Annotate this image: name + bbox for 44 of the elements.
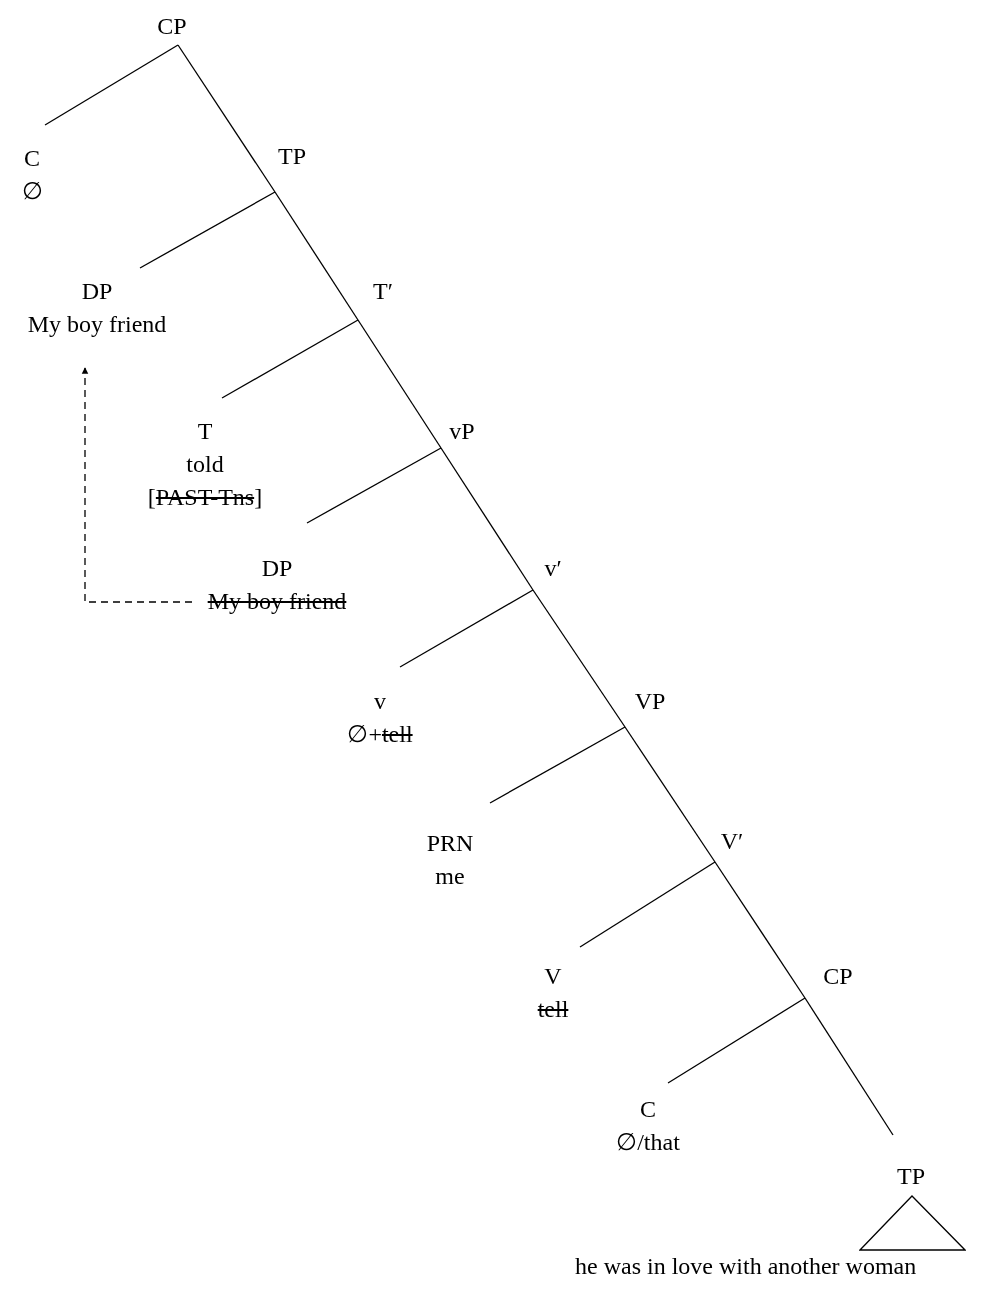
category-label: CP [823,962,853,991]
word-label: ∅ [21,177,43,206]
word-label: he was in love with another woman [575,1252,917,1281]
tree-branch-line [532,589,626,728]
word-label: My boy friend [27,310,167,339]
tree-branch-line [139,191,276,269]
category-label: C [639,1095,657,1124]
tree-branch-line [579,861,716,948]
tree-branch-line [399,589,534,668]
category-label: TP [897,1162,925,1191]
category-label: PRN [426,829,474,858]
tree-branch-line [804,997,894,1136]
category-label: V′ [720,827,744,856]
tree-branch-line [624,726,716,863]
tree-branch-line [274,191,359,321]
category-label: V [543,962,563,991]
tree-branch-line [177,44,276,193]
tree-branch-line [667,997,806,1084]
category-label: VP [634,687,666,716]
category-label: T [196,417,214,446]
category-label: DP [260,554,294,583]
word-label: ∅/that [616,1128,680,1157]
category-label: vP [449,417,475,446]
word-label: me [434,862,466,891]
word-label: tell [537,995,569,1024]
tree-branch-line [440,447,534,591]
tree-branch-line [714,861,806,999]
category-label: C [23,144,41,173]
tree-branch-line [306,447,442,524]
word-label: My boy friend [207,587,347,616]
category-label: v′ [544,554,562,583]
category-label: v [373,687,387,716]
category-label: T′ [373,277,393,306]
word-label: ∅+tell [347,720,413,749]
tree-branch-line [44,44,179,126]
movement-arrow [81,367,193,603]
tree-branch-line [221,319,359,399]
category-label: TP [278,142,306,171]
tree-branch-line [489,726,626,804]
tree-branch-line [357,319,442,449]
category-label: DP [80,277,114,306]
word-label: [PAST-Tns] [147,483,263,512]
word-label: told [185,450,225,479]
category-label: CP [157,12,187,41]
